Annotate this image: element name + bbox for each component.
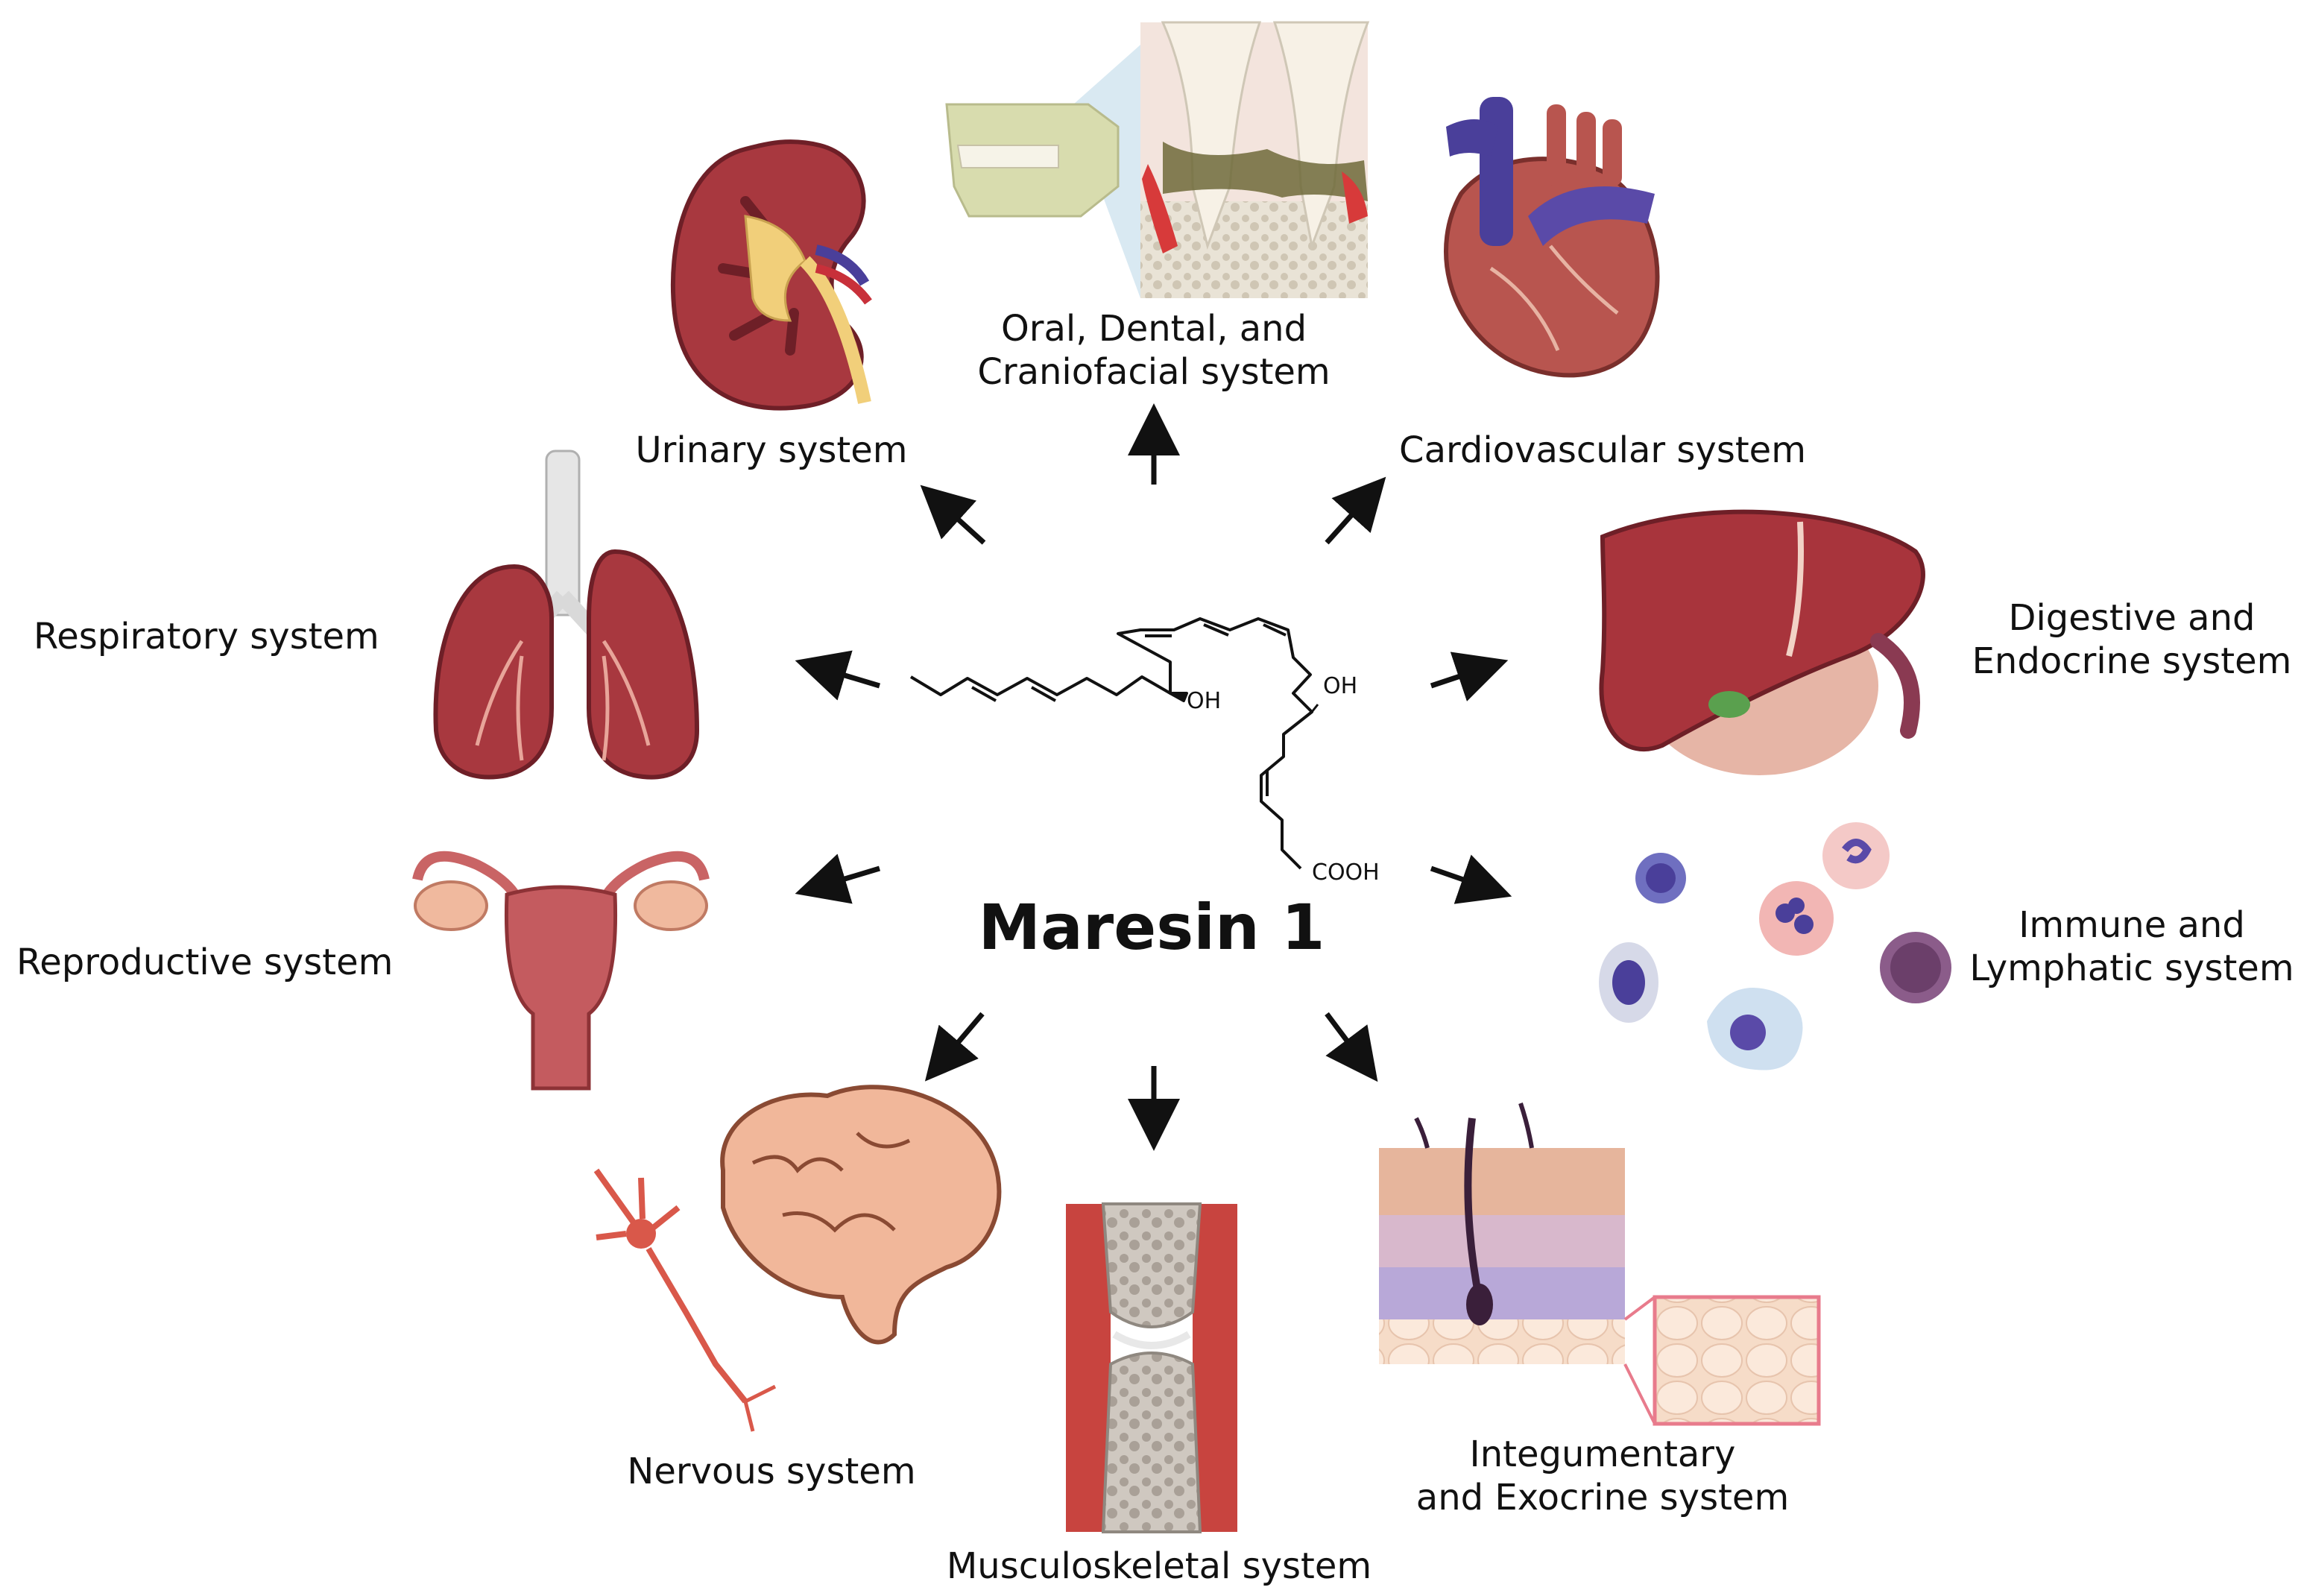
arrow-reproductive bbox=[795, 854, 881, 904]
kidney-icon bbox=[670, 139, 872, 411]
label-reproductive-line-1: Reproductive system bbox=[16, 941, 394, 983]
label-integ: Integumentary and Exocrine system bbox=[1416, 1433, 1789, 1519]
label-digestive-line-1: Digestive and bbox=[2008, 597, 2256, 639]
label-reproductive: Reproductive system bbox=[16, 941, 393, 984]
arrow-respiratory bbox=[795, 650, 881, 701]
uterus-icon bbox=[412, 851, 710, 1091]
brain-and-neuron-icon bbox=[593, 1085, 1002, 1432]
label-digestive: Digestive and Endocrine system bbox=[1972, 596, 2292, 683]
liver-icon bbox=[1599, 509, 1925, 775]
label-oral: Oral, Dental, and Craniofacial system bbox=[977, 307, 1330, 394]
arrow-integ bbox=[1325, 1012, 1378, 1082]
heart-icon bbox=[1444, 97, 1660, 378]
arrows bbox=[795, 403, 1512, 1151]
label-urinary-line-1: Urinary system bbox=[635, 429, 908, 471]
molecule-oh-2: OH bbox=[1323, 673, 1357, 699]
label-immune-line-2: Lymphatic system bbox=[1969, 947, 2294, 989]
label-nervous: Nervous system bbox=[627, 1450, 915, 1493]
label-cardio-line-1: Cardiovascular system bbox=[1399, 429, 1806, 471]
jaw-and-teeth-icon bbox=[945, 21, 1370, 298]
label-oral-line-1: Oral, Dental, and bbox=[1000, 308, 1307, 350]
molecule-oh-1: OH bbox=[1187, 688, 1221, 714]
label-nervous-line-1: Nervous system bbox=[627, 1451, 916, 1492]
arrow-immune bbox=[1430, 854, 1512, 904]
arrow-digestive bbox=[1430, 652, 1509, 701]
label-musculo-line-1: Musculoskeletal system bbox=[946, 1545, 1372, 1587]
label-cardio: Cardiovascular system bbox=[1399, 429, 1806, 472]
label-digestive-line-2: Endocrine system bbox=[1972, 640, 2292, 682]
arrow-cardio bbox=[1325, 476, 1386, 545]
lungs-icon bbox=[433, 450, 700, 780]
label-immune: Immune and Lymphatic system bbox=[1969, 903, 2294, 990]
label-urinary: Urinary system bbox=[636, 429, 908, 472]
label-respiratory: Respiratory system bbox=[34, 615, 379, 658]
label-respiratory-line-1: Respiratory system bbox=[34, 616, 379, 657]
maresin-molecule bbox=[909, 617, 1319, 870]
label-integ-line-2: and Exocrine system bbox=[1415, 1477, 1790, 1518]
skin-section-icon bbox=[1379, 1103, 1821, 1426]
label-immune-line-1: Immune and bbox=[2018, 904, 2245, 946]
immune-cells-icon bbox=[1599, 822, 1951, 1070]
molecule-cooh: COOH bbox=[1312, 859, 1380, 886]
label-musculo: Musculoskeletal system bbox=[947, 1545, 1372, 1588]
molecule-title: Maresin 1 bbox=[978, 891, 1325, 964]
label-oral-line-2: Craniofacial system bbox=[977, 351, 1331, 393]
arrow-nervous bbox=[924, 1012, 985, 1082]
label-integ-line-1: Integumentary bbox=[1469, 1433, 1736, 1475]
knee-joint-icon bbox=[1066, 1202, 1237, 1533]
arrow-urinary bbox=[920, 485, 986, 545]
